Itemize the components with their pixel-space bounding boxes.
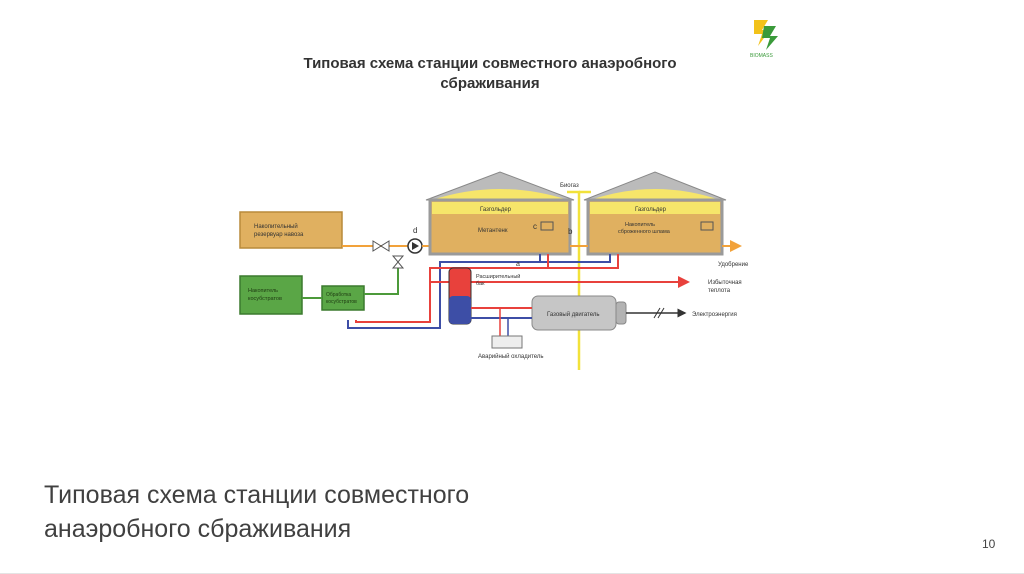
- valve-icon: [380, 240, 390, 252]
- heater-icon: [700, 221, 714, 231]
- mark-d: d: [413, 226, 417, 235]
- biogas-label: Биогаз: [560, 183, 579, 189]
- mark-b: b: [568, 227, 573, 236]
- blue-heat-pipe-2: [440, 254, 611, 263]
- gasholder-right-label: Газгольдер: [635, 207, 667, 213]
- gas-engine-label: Газовый двигатель: [547, 311, 599, 318]
- valve-icon: [391, 261, 405, 269]
- diagram-title-line1: Типовая схема станции совместного анаэро…: [303, 55, 677, 72]
- gasholder-right-band: [590, 202, 720, 214]
- cosubstrate-treatment-label-2: косубстратов: [326, 299, 357, 305]
- page-number: 10: [982, 537, 996, 551]
- sludge-storage-label-2: сброженного шлама: [618, 229, 671, 235]
- fertilizer-label: Удобрение: [718, 262, 749, 268]
- electricity-label: Электроэнергия: [692, 312, 737, 318]
- methane-tank-label: Метантенк: [478, 228, 508, 234]
- slide-caption: Типовая схема станции совместного анаэро…: [44, 478, 744, 546]
- cosubstrate-storage: [239, 275, 303, 315]
- gas-dome-right: [590, 189, 720, 200]
- electricity-break: [657, 307, 665, 319]
- cosubstrate-storage-label-1: Накопитель: [248, 288, 278, 294]
- expansion-tank-label-2: бак: [476, 281, 485, 287]
- valve-icon: [372, 240, 382, 252]
- slide-caption-line2: анаэробного сбраживания: [44, 515, 352, 543]
- manure-reservoir-label-1: Накопительный: [254, 223, 298, 230]
- emergency-cooler: [491, 335, 523, 349]
- expansion-tank-lower: [449, 296, 471, 324]
- gasholder-left-band: [432, 202, 568, 214]
- manure-reservoir-label-2: резервуар навоза: [254, 232, 304, 238]
- green-pipe-treatment-valve: [364, 266, 399, 295]
- gas-engine-cap: [615, 301, 627, 325]
- sludge-storage-label-1: Накопитель: [625, 222, 655, 228]
- cosubstrate-storage-label-2: косубстратов: [248, 296, 282, 302]
- slide-caption-line1: Типовая схема станции совместного: [44, 481, 470, 509]
- electricity-break: [653, 307, 661, 319]
- pump-arrow-icon: [412, 242, 419, 250]
- gas-dome-left: [432, 189, 568, 200]
- process-diagram: Накопительный резервуар навоза Накопител…: [239, 171, 749, 370]
- cosubstrate-treatment-label-1: Обработка: [326, 292, 351, 298]
- manure-reservoir: [239, 211, 343, 249]
- valve-icon: [391, 255, 405, 263]
- cosubstrate-treatment: [321, 285, 365, 311]
- logo-caption: BIOMASS: [750, 53, 773, 59]
- diagram-title-line2: сбраживания: [440, 75, 540, 92]
- mark-a: a: [516, 261, 520, 268]
- mark-c: c: [533, 222, 537, 231]
- diagram-title: Типовая схема станции совместного анаэро…: [260, 54, 720, 94]
- blue-heat-pipe: [347, 254, 541, 329]
- excess-heat-label-2: теплота: [708, 288, 731, 294]
- biomass-logo: BIOMASS: [748, 16, 782, 60]
- expansion-tank-label-1: Расширительный: [476, 273, 520, 280]
- red-heat-pipe: [355, 254, 549, 323]
- gasholder-left-label: Газгольдер: [480, 207, 512, 213]
- heater-icon: [540, 221, 554, 231]
- emergency-cooler-label: Аварийный охладитель: [478, 353, 544, 360]
- excess-heat-label-1: Избыточная: [708, 280, 742, 286]
- red-heat-pipe-2: [430, 254, 619, 269]
